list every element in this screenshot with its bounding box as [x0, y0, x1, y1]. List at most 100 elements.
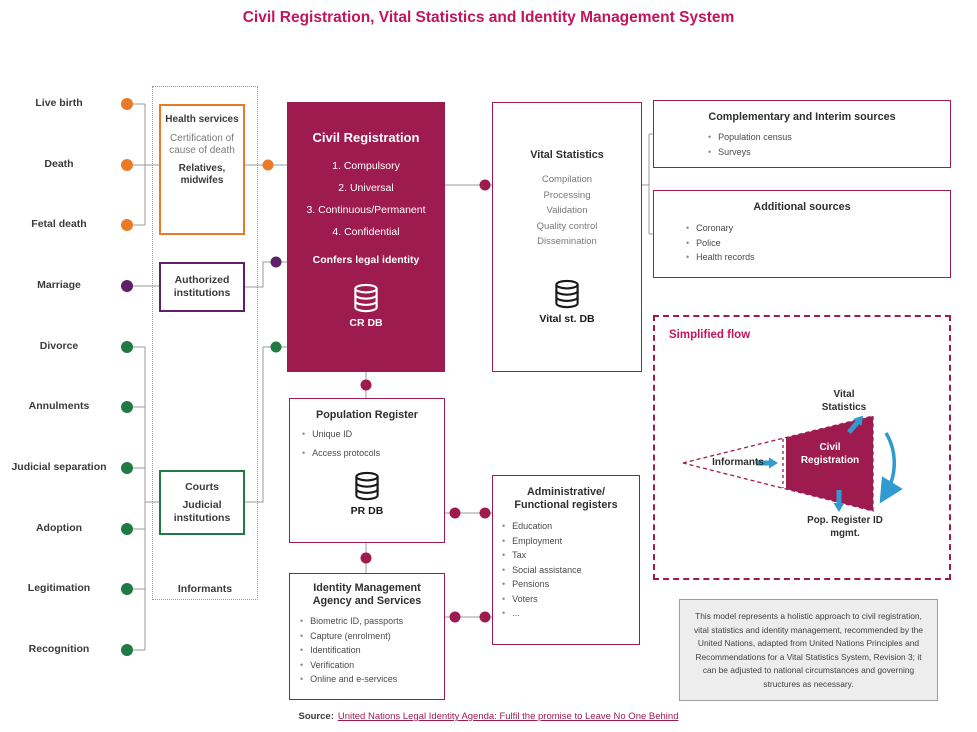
source-prefix: Source: — [298, 711, 334, 722]
cr-item: 2. Universal — [338, 182, 394, 194]
dot-pr-to-admin-a — [449, 507, 461, 519]
list: Biometric ID, passports Capture (enrolme… — [300, 614, 434, 687]
cr-item: 1. Compulsory — [332, 160, 400, 172]
dot-cr-to-vs — [479, 179, 491, 191]
db-label: PR DB — [350, 505, 384, 517]
db-label: CR DB — [349, 317, 383, 329]
connection-dots — [262, 159, 491, 623]
population-register-box: Population Register Unique ID Access pro… — [289, 398, 445, 543]
list-item: Compilation — [541, 174, 593, 185]
list-item: Unique ID — [302, 427, 432, 442]
box-title: Authorized institutions — [173, 274, 231, 299]
box-title: Identity Management Agency and Services — [312, 582, 422, 607]
dot-cr-to-pr — [360, 379, 372, 391]
list-item: Access protocols — [302, 446, 432, 461]
flow-title: Simplified flow — [669, 329, 751, 341]
dot-courts-to-cr — [270, 341, 282, 353]
dot-pr-to-admin-b — [479, 507, 491, 519]
list-item: Online and e-services — [300, 672, 434, 687]
database-icon — [354, 283, 378, 313]
list-item: Population census — [708, 130, 936, 145]
box-body: Certification of cause of death — [169, 132, 235, 156]
event-dot-adoption — [121, 523, 133, 535]
list-item: Quality control — [536, 220, 598, 232]
civil-registration-box: Civil Registration 1. Compulsory 2. Univ… — [287, 102, 445, 372]
event-label-live-birth: Live birth — [35, 97, 83, 109]
flow-label-vital-statistics: Vital Statistics — [821, 389, 867, 413]
event-dot-live-birth — [121, 98, 133, 110]
event-dot-fetal-death — [121, 219, 133, 231]
dot-pr-to-im — [360, 552, 372, 564]
list-item: Pensions — [502, 577, 630, 592]
database-icon — [355, 471, 379, 501]
health-services-box: Health services Certification of cause o… — [159, 104, 245, 235]
courts-box: Courts Judicial institutions — [159, 470, 245, 535]
list-item: Dissemination — [537, 236, 597, 247]
list-item: Voters — [502, 592, 630, 607]
list-item: ... — [502, 606, 630, 621]
list-item: Health records — [686, 250, 936, 265]
list-item: Education — [502, 519, 630, 534]
arrow-up-right-icon — [847, 415, 864, 435]
box-title: Courts — [185, 480, 219, 493]
vital-statistics-box: Vital Statistics Compilation Processing … — [492, 102, 642, 372]
list-item: Identification — [300, 643, 434, 658]
dot-health-to-cr — [262, 159, 274, 171]
simplified-flow-diagram — [682, 415, 903, 512]
admin-registers-box: Administrative/ Functional registers Edu… — [492, 475, 640, 645]
event-dot-divorce — [121, 341, 133, 353]
list-item: Biometric ID, passports — [300, 614, 434, 629]
flow-label-informants: Informants — [712, 457, 764, 468]
event-dot-death — [121, 159, 133, 171]
event-label-marriage: Marriage — [37, 279, 81, 291]
flow-triangle-solid — [786, 416, 873, 511]
list: Population census Surveys — [668, 130, 936, 159]
box-title: Complementary and Interim sources — [708, 111, 896, 123]
complementary-sources-box: Complementary and Interim sources Popula… — [653, 100, 951, 168]
source-link[interactable]: United Nations Legal Identity Agenda: Fu… — [337, 711, 679, 722]
list-item: Surveys — [708, 145, 936, 160]
event-dot-legitimation — [121, 583, 133, 595]
list-item: Capture (enrolment) — [300, 629, 434, 644]
event-dot-marriage — [121, 280, 133, 292]
event-label-legitimation: Legitimation — [27, 582, 91, 594]
informants-label: Informants — [177, 583, 233, 595]
list-item: Coronary — [686, 221, 936, 236]
box-subtitle: Judicial institutions — [173, 498, 231, 524]
event-label-divorce: Divorce — [39, 340, 79, 352]
dot-authorized-to-cr — [270, 256, 282, 268]
event-dot-recognition — [121, 644, 133, 656]
box-title: Vital Statistics — [530, 149, 604, 161]
curved-arrow-icon — [879, 432, 903, 504]
identity-management-box: Identity Management Agency and Services … — [289, 573, 445, 700]
model-note-box: This model represents a holistic approac… — [679, 599, 938, 701]
flow-label-pop-register: Pop. Register ID mgmt. — [807, 515, 883, 539]
list: Coronary Police Health records — [668, 221, 936, 265]
arrow-right-icon — [756, 457, 778, 469]
event-dot-annulments — [121, 401, 133, 413]
event-label-adoption: Adoption — [35, 522, 83, 534]
list: Unique ID Access protocols — [302, 427, 432, 460]
box-title: Administrative/ Functional registers — [514, 486, 618, 511]
source-line: Source:United Nations Legal Identity Age… — [0, 711, 977, 722]
box-title: Health services — [165, 114, 239, 125]
box-footer: Relatives, midwifes — [178, 162, 226, 187]
box-title: Population Register — [316, 409, 418, 421]
event-dot-judicial-separation — [121, 462, 133, 474]
list-item: Social assistance — [502, 563, 630, 578]
cr-item: 3. Continuous/Permanent — [306, 204, 426, 216]
list-item: Verification — [300, 658, 434, 673]
database-icon — [555, 279, 579, 308]
list-item: Employment — [502, 534, 630, 549]
db-label: Vital st. DB — [539, 312, 595, 325]
box-title: Additional sources — [753, 201, 851, 213]
additional-sources-box: Additional sources Coronary Police Healt… — [653, 190, 951, 278]
cr-note: Confers legal identity — [312, 254, 420, 266]
dot-im-to-admin-a — [449, 611, 461, 623]
flow-triangle-outline — [682, 415, 874, 512]
dot-im-to-admin-b — [479, 611, 491, 623]
simplified-flow-box: Simplified flow Informants Civil Registr… — [653, 315, 951, 580]
list-item: Processing — [543, 189, 591, 201]
